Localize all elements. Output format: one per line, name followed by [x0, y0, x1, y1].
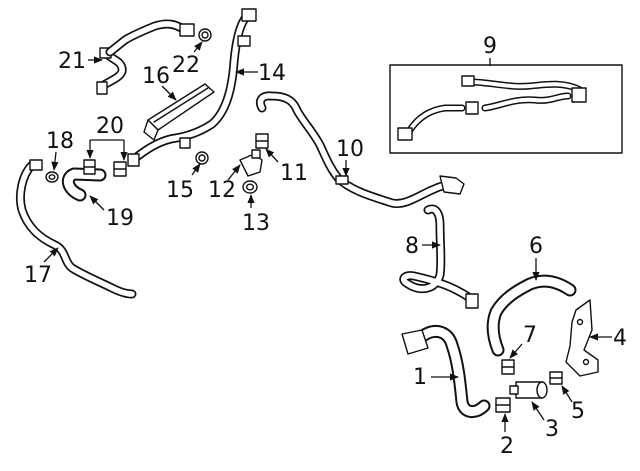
callout-7: 7: [523, 323, 537, 348]
callout-labels: 1 2 3 4 5 6 7 8 9 10 11 12 13 14 15 16 1…: [24, 34, 627, 459]
leader-15: [191, 163, 201, 176]
pipe-upper-left: [105, 19, 195, 57]
callout-1: 1: [413, 365, 427, 390]
clamp-7: [501, 359, 515, 375]
callout-13: 13: [242, 211, 270, 236]
callout-6: 6: [529, 234, 543, 259]
pipe-10: [256, 91, 465, 209]
leader-19: [89, 195, 105, 211]
hose-8: [399, 204, 479, 309]
callout-16: 16: [142, 64, 170, 89]
oring-22: [198, 28, 212, 42]
leader-16: [161, 85, 177, 101]
clamps-20: [83, 159, 127, 177]
callout-4: 4: [613, 326, 627, 351]
hose-19: [61, 167, 107, 202]
leader-7: [509, 343, 523, 359]
callout-8: 8: [405, 234, 419, 259]
fitting-14b: [179, 137, 191, 149]
leader-12: [227, 164, 241, 181]
assembly-9-box: [389, 64, 623, 154]
leader-11: [265, 148, 279, 163]
connector-12: [239, 149, 263, 177]
leader-lines: [43, 41, 612, 432]
hose-17: [15, 159, 137, 299]
shield-16: [143, 83, 215, 141]
pipe-14: [127, 8, 257, 167]
leader-17: [43, 247, 59, 263]
leader-3: [531, 401, 545, 421]
clamp-2: [495, 397, 511, 413]
callout-22: 22: [172, 53, 200, 78]
bracket-4: [565, 299, 599, 377]
callout-9: 9: [483, 34, 497, 59]
callout-12: 12: [208, 178, 236, 203]
callout-5: 5: [571, 399, 585, 424]
oring-15: [195, 151, 209, 165]
valve-3: [509, 381, 548, 399]
callout-17: 17: [24, 263, 52, 288]
hose-21: [96, 47, 127, 95]
callout-20: 20: [96, 114, 124, 139]
callout-2: 2: [500, 434, 514, 459]
leader-5: [561, 385, 573, 403]
callout-14: 14: [258, 61, 286, 86]
callout-19: 19: [106, 206, 134, 231]
clamp-11: [255, 133, 269, 149]
callout-11: 11: [280, 161, 308, 186]
oring-13: [242, 180, 258, 194]
callout-21: 21: [58, 49, 86, 74]
hose-6: [486, 274, 577, 357]
callout-18: 18: [46, 129, 74, 154]
leader-22: [193, 41, 203, 53]
leader-18: [51, 151, 59, 171]
clamp-5: [549, 371, 563, 385]
oring-18: [45, 171, 59, 183]
hose-1: [401, 324, 491, 418]
callout-15: 15: [166, 178, 194, 203]
callout-10: 10: [336, 137, 364, 162]
callout-3: 3: [545, 417, 559, 442]
